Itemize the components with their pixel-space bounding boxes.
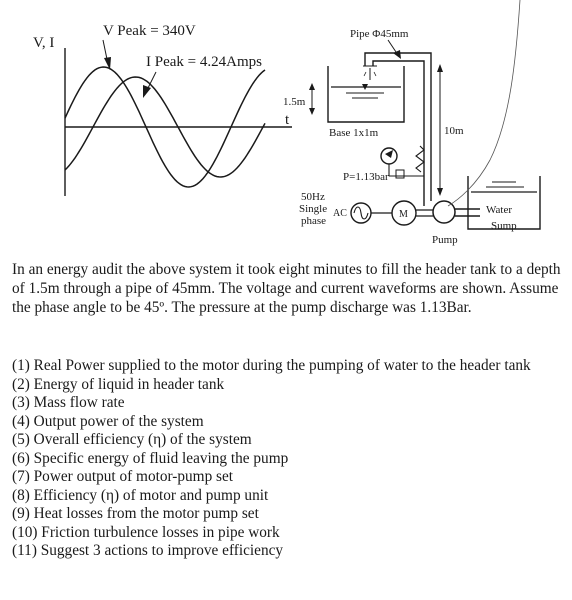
sump-label: Sump	[491, 220, 517, 232]
supply-label-3: phase	[301, 215, 326, 227]
pipe-flex-section	[415, 145, 425, 173]
voltage-waveform	[64, 66, 266, 188]
header-tank-level-marker	[362, 84, 368, 90]
pump-body	[432, 200, 456, 224]
pump-system-diagram	[309, 0, 541, 230]
question-item: (1) Real Power supplied to the motor dur…	[12, 357, 531, 374]
pump-label: Pump	[432, 234, 458, 246]
question-item: (10) Friction turbulence losses in pipe …	[12, 523, 280, 541]
axis-label-vi: V, I	[33, 35, 54, 51]
problem-statement: In an energy audit the above system it t…	[12, 261, 561, 317]
hand-stroke	[447, 0, 521, 207]
question-item: (6) Specific energy of fluid leaving the…	[12, 449, 289, 467]
question-item: (5) Overall efficiency (η) of the system	[12, 431, 252, 448]
i-peak-arrowhead	[143, 85, 151, 98]
pipe-label: Pipe Φ45mm	[350, 28, 409, 40]
header-tank	[327, 66, 405, 123]
system-figure: V, I V Peak = 340V I Peak = 4.24Amps t	[33, 0, 541, 246]
gauge-tap	[395, 169, 405, 179]
question-item: (8) Efficiency (η) of motor and pump uni…	[12, 486, 269, 504]
base-label: Base 1x1m	[329, 127, 379, 139]
sump-tank	[467, 176, 541, 230]
pressure-label: P=1.13bar	[343, 171, 389, 183]
question-item: (3) Mass flow rate	[12, 394, 125, 411]
supply-label-1: 50Hz	[301, 191, 325, 203]
t-axis-label: t	[285, 112, 290, 128]
current-waveform	[64, 76, 266, 178]
ac-label: AC	[333, 208, 347, 219]
ac-source-sine	[353, 206, 369, 220]
v-peak-label: V Peak = 340V	[103, 23, 196, 39]
question-item: (7) Power output of motor-pump set	[12, 468, 234, 485]
question-list: (1) Real Power supplied to the motor dur…	[12, 357, 572, 561]
supply-label-2: Single	[299, 203, 327, 215]
question-item: (11) Suggest 3 actions to improve effici…	[12, 542, 284, 559]
v-peak-arrowhead	[104, 57, 111, 70]
motor-label: M	[399, 209, 408, 220]
height-label: 10m	[444, 125, 464, 137]
water-label: Water	[486, 204, 512, 216]
question-item: (2) Energy of liquid in header tank	[12, 375, 225, 393]
depth-label: 1.5m	[283, 96, 306, 108]
question-item: (4) Output power of the system	[12, 412, 204, 430]
question-item: (9) Heat losses from the motor pump set	[12, 505, 259, 522]
i-peak-label: I Peak = 4.24Amps	[146, 54, 262, 70]
waveform-graph	[64, 39, 292, 196]
delivery-pipe-inner	[372, 60, 425, 196]
